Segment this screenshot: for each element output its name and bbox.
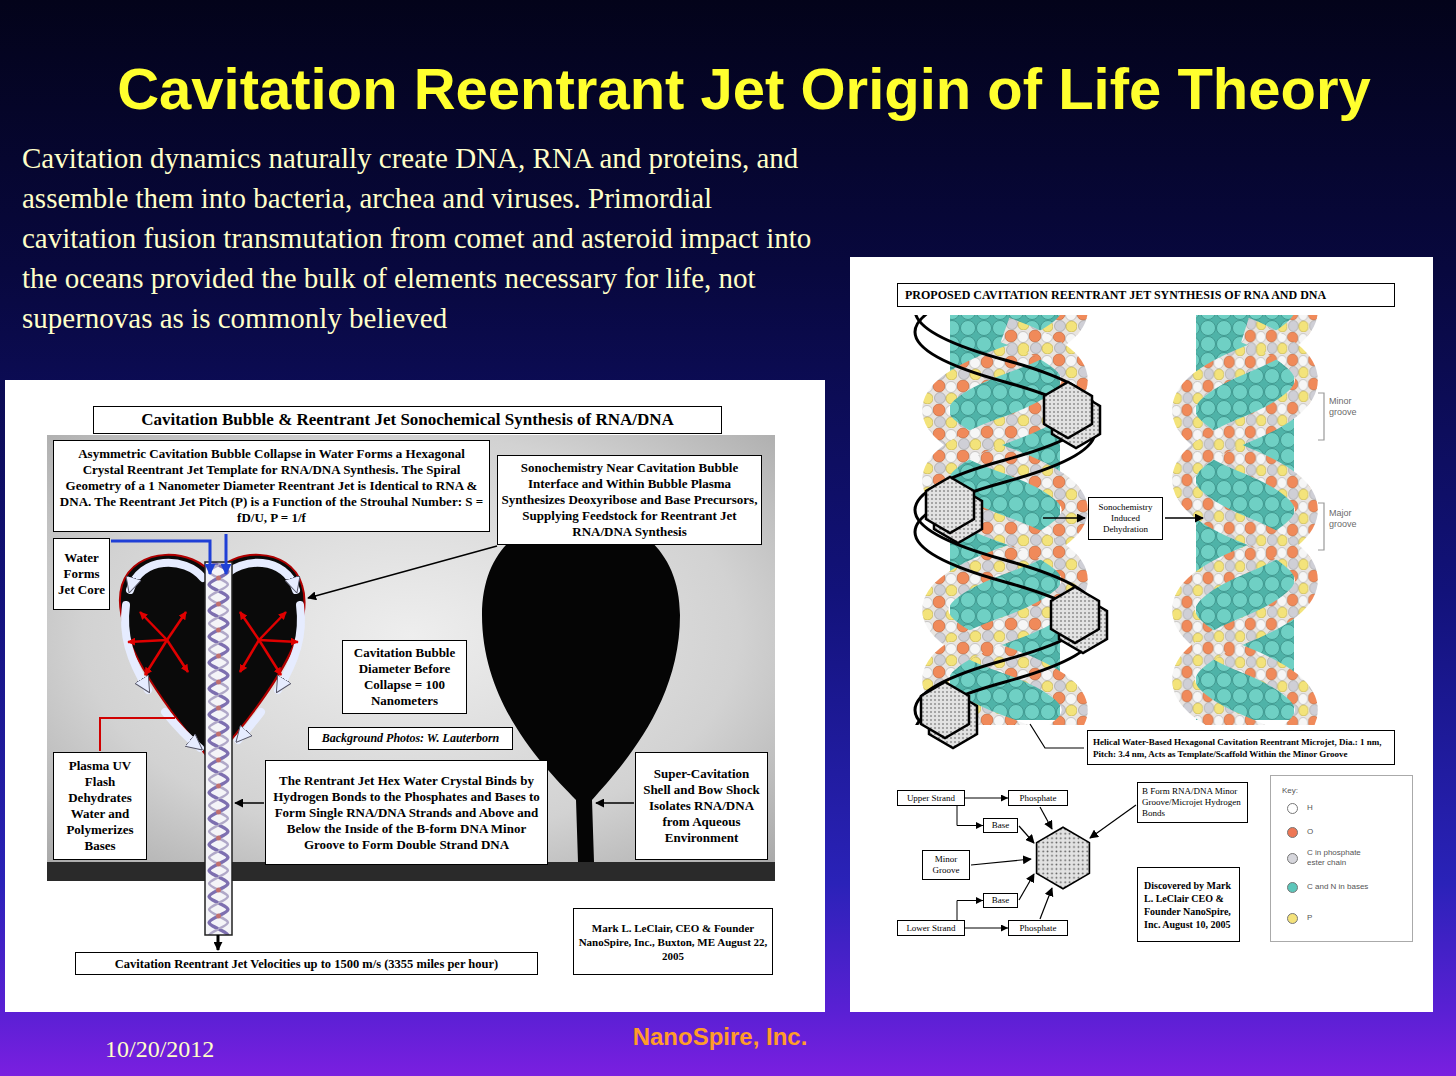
process-box: Sonochemistry Induced Dehydration (1088, 497, 1163, 540)
connector (957, 901, 983, 921)
panel-title: Cavitation Bubble & Reentrant Jet Sonoch… (93, 406, 722, 434)
node-text: The Rentrant Jet Hex Water Crystal Binds… (269, 773, 544, 853)
photo-credit: Background Photos: W. Lauterborn (308, 727, 513, 750)
legend-heading: Key: (1282, 786, 1342, 796)
node-text: Upper Strand (900, 793, 962, 804)
strand-box: Lower Strand (897, 920, 965, 936)
groove-label: Major groove (1329, 508, 1375, 530)
connector (965, 798, 1008, 799)
hydrogen-bond-hexagon (1037, 827, 1090, 889)
node-text: Phosphate (1011, 923, 1065, 934)
legend-entry: C in phosphate ester chain (1287, 848, 1373, 868)
node-text: PROPOSED CAVITATION REENTRANT JET SYNTHE… (905, 288, 1387, 303)
legend-entry: O (1287, 827, 1373, 838)
legend-text: O (1307, 827, 1373, 837)
phosphate-box: Phosphate (1008, 920, 1068, 936)
groove-box: Minor Groove (922, 850, 970, 880)
hex-prisms (921, 382, 1107, 748)
node-text: Water Forms Jet Core (57, 550, 106, 598)
callout-box: Asymmetric Cavitation Bubble Collapse in… (53, 440, 490, 532)
legend-entry: P (1287, 913, 1373, 924)
node-text: Asymmetric Cavitation Bubble Collapse in… (57, 446, 486, 526)
base-box: Base (983, 818, 1018, 833)
legend-swatch (1287, 803, 1298, 814)
dna-helix (1184, 315, 1307, 725)
node-text: Base (986, 820, 1015, 831)
node-text: Lower Strand (900, 923, 962, 934)
node-text: Cavitation Bubble & Reentrant Jet Sonoch… (100, 410, 715, 430)
legend-swatch (1287, 853, 1298, 864)
node-text: Discovered by Mark L. LeClair CEO & Foun… (1144, 879, 1233, 931)
company-name: NanoSpire, Inc. (600, 1022, 840, 1052)
legend-text: P (1307, 913, 1373, 923)
callout-box: Super-Cavitation Shell and Bow Shock Iso… (635, 752, 768, 860)
node-text: Base (986, 895, 1015, 906)
connector (965, 928, 1008, 929)
legend-swatch (1287, 913, 1298, 924)
legend-text: C and N in bases (1307, 882, 1373, 892)
panels (5, 257, 1433, 1012)
slide-date: 10/20/2012 (105, 1034, 265, 1064)
legend-entry: C and N in bases (1287, 882, 1373, 893)
callout-box: B Form RNA/DNA Minor Groove/Microjet Hyd… (1137, 782, 1248, 823)
author-box: Mark L. LeClair, CEO & Founder NanoSpire… (573, 908, 773, 975)
author-box: Discovered by Mark L. LeClair CEO & Foun… (1137, 867, 1240, 942)
base-box: Base (983, 893, 1018, 908)
callout-box: Water Forms Jet Core (53, 538, 110, 610)
microjet-ribbon (915, 315, 1095, 725)
legend-swatch (1287, 882, 1298, 893)
strand-box: Upper Strand (897, 790, 965, 806)
node-text: Phosphate (1011, 793, 1065, 804)
legend-entry: H (1287, 803, 1373, 814)
callout-box: Cavitation Bubble Diameter Before Collap… (342, 640, 467, 714)
callout-box: Plasma UV Flash Dehydrates Water and Pol… (53, 752, 147, 860)
callout-box: Helical Water-Based Hexagonal Cavitation… (1087, 730, 1395, 765)
node-text: Sonochemistry Near Cavitation Bubble Int… (501, 460, 758, 540)
node-text: Background Photos: W. Lauterborn (313, 731, 508, 746)
groove-label: Minor groove (1329, 396, 1375, 418)
node-text: Cavitation Reentrant Jet Velocities up t… (80, 956, 533, 972)
legend-swatch (1287, 827, 1298, 838)
node-text: Sonochemistry Induced Dehydration (1091, 502, 1160, 535)
velocity-box: Cavitation Reentrant Jet Velocities up t… (75, 952, 538, 975)
node-text: Cavitation Bubble Diameter Before Collap… (346, 645, 463, 709)
callout-box: Sonochemistry Near Cavitation Bubble Int… (497, 455, 762, 545)
node-text: Plasma UV Flash Dehydrates Water and Pol… (57, 758, 143, 854)
connector (957, 806, 983, 826)
phosphate-box: Phosphate (1008, 790, 1068, 806)
node-text: B Form RNA/DNA Minor Groove/Microjet Hyd… (1142, 786, 1243, 819)
intro-paragraph: Cavitation dynamics naturally create DNA… (22, 138, 812, 338)
bubble-photo (47, 435, 775, 950)
node-text: Helical Water-Based Hexagonal Cavitation… (1093, 736, 1389, 760)
node-text: Super-Cavitation Shell and Bow Shock Iso… (639, 766, 764, 846)
legend-text: C in phosphate ester chain (1307, 848, 1373, 868)
legend-text: H (1307, 803, 1373, 813)
node-text: Mark L. LeClair, CEO & Founder NanoSpire… (578, 921, 768, 963)
slide-title: Cavitation Reentrant Jet Origin of Life … (44, 54, 1444, 124)
callout-box: The Rentrant Jet Hex Water Crystal Binds… (265, 760, 548, 865)
panel-title: PROPOSED CAVITATION REENTRANT JET SYNTHE… (897, 283, 1395, 307)
node-text: Minor Groove (925, 854, 967, 876)
